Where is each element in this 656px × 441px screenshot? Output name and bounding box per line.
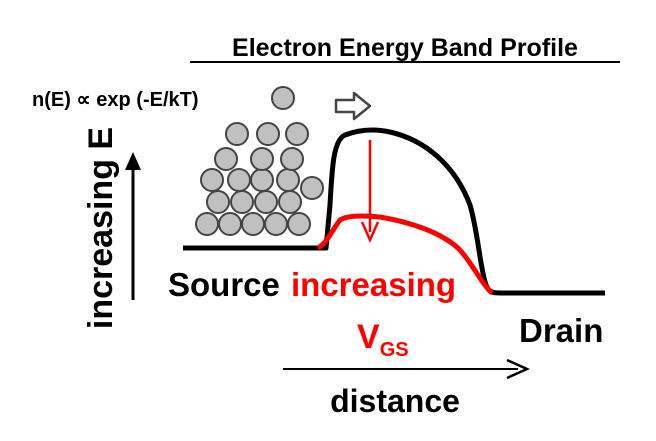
electron-ball bbox=[195, 212, 219, 236]
electron-ball bbox=[287, 212, 311, 236]
electron-ball bbox=[285, 122, 309, 146]
electron-ball bbox=[280, 147, 304, 171]
lowered-band-curve bbox=[316, 213, 494, 295]
diagram-title: Electron Energy Band Profile bbox=[232, 34, 578, 62]
electron-ball bbox=[200, 168, 224, 192]
barrier-lowering-arrowhead bbox=[360, 221, 380, 244]
electron-ball bbox=[300, 176, 324, 200]
electron-ball bbox=[230, 190, 254, 214]
hollow-right-arrow-icon bbox=[334, 91, 372, 121]
source-label: Source bbox=[168, 266, 280, 303]
electron-ball bbox=[227, 168, 251, 192]
vgs-label: VGS bbox=[357, 318, 409, 361]
electron-ball bbox=[256, 122, 280, 146]
electron-cluster bbox=[195, 86, 324, 236]
energy-axis-label: increasing E bbox=[82, 127, 120, 329]
electron-ball bbox=[241, 212, 265, 236]
drain-label: Drain bbox=[519, 312, 603, 349]
distance-axis-label: distance bbox=[330, 383, 460, 419]
gate-change-label: increasing bbox=[291, 266, 456, 303]
vgs-main: V bbox=[357, 318, 380, 356]
electron-ball bbox=[218, 212, 242, 236]
electron-ball bbox=[250, 168, 274, 192]
electron-ball bbox=[271, 86, 295, 110]
electron-ball bbox=[225, 122, 249, 146]
electron-ball bbox=[254, 190, 278, 214]
electron-ball bbox=[278, 190, 302, 214]
energy-axis-arrowhead bbox=[125, 152, 141, 170]
distance-axis-arrowhead bbox=[506, 358, 531, 380]
electron-ball bbox=[206, 190, 230, 214]
electron-ball bbox=[214, 147, 238, 171]
electron-ball bbox=[264, 212, 288, 236]
vgs-subscript: GS bbox=[380, 339, 409, 361]
distribution-formula: n(E) ∝ exp (-E/kT) bbox=[32, 89, 199, 111]
electron-ball bbox=[276, 168, 300, 192]
electron-ball bbox=[250, 147, 274, 171]
